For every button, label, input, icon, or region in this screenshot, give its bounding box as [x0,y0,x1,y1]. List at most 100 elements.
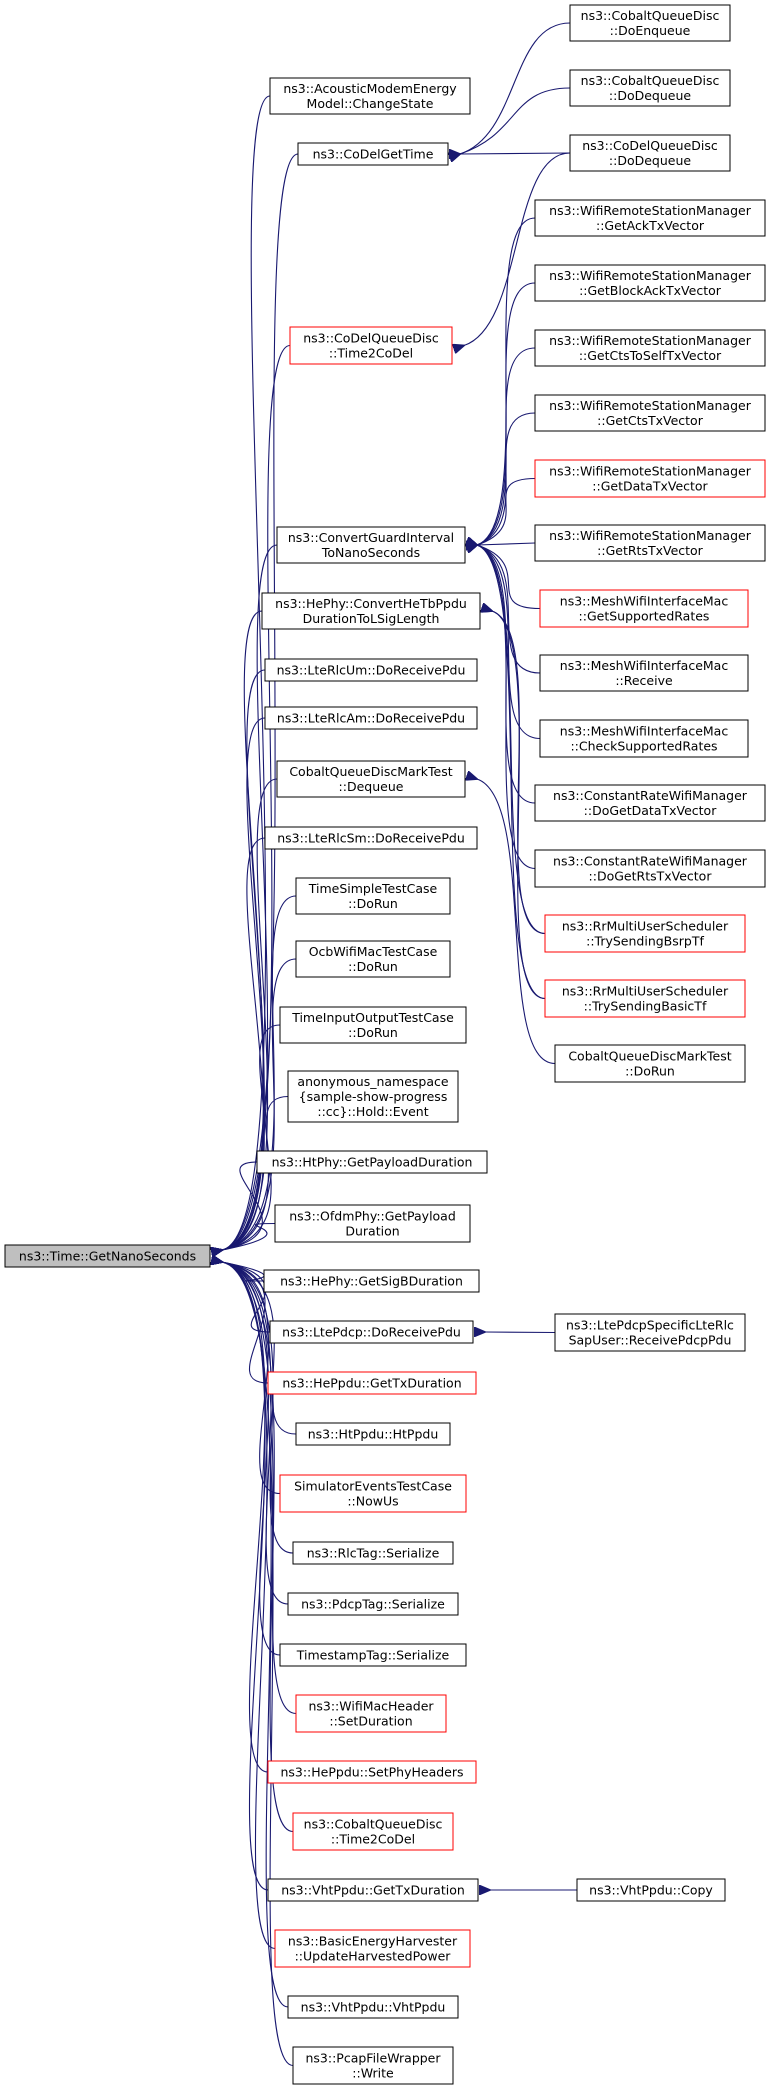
call-edge [222,1262,297,1435]
graph-node-w-block[interactable]: ns3::WifiRemoteStationManager::GetBlockA… [534,264,766,302]
graph-node-htphy[interactable]: ns3::HtPhy::GetPayloadDuration [256,1150,488,1174]
call-edge [464,152,571,346]
graph-node-w-rts[interactable]: ns3::WifiRemoteStationManager::GetRtsTxV… [534,524,766,562]
node-label: ::Dequeue [339,779,404,794]
graph-node-mesh-sup[interactable]: ns3::MeshWifiInterfaceMac::GetSupportedR… [539,589,749,628]
graph-node-cobalt-t2c[interactable]: ns3::CobaltQueueDisc::Time2CoDel [292,1812,454,1851]
call-edge [222,669,266,1250]
node-box [534,459,766,498]
node-box [534,264,766,302]
graph-node-timeio[interactable]: TimeInputOutputTestCase::DoRun [279,1006,467,1044]
graph-node-rlcum[interactable]: ns3::LteRlcUm::DoReceivePdu [264,658,478,682]
node-box [295,1694,447,1733]
graph-node-crw-rts[interactable]: ns3::ConstantRateWifiManager::DoGetRtsTx… [534,849,766,888]
graph-node-codel-t2c[interactable]: ns3::CoDelQueueDisc::Time2CoDel [289,326,453,365]
node-label: ns3::CoDelQueueDisc [303,331,439,346]
graph-node-hephy-conv[interactable]: ns3::HePhy::ConvertHeTbPpduDurationToLSi… [261,592,481,630]
node-label: ::DoEnqueue [610,23,691,38]
node-label: ::DoGetDataTxVector [584,803,718,818]
call-edge [222,1262,265,1282]
node-label: ::GetBlockAckTxVector [579,283,722,298]
graph-node-timesimple[interactable]: TimeSimpleTestCase::DoRun [295,877,451,915]
graph-node-hesigb[interactable]: ns3::HePhy::GetSigBDuration [263,1269,480,1293]
graph-node-crw-data[interactable]: ns3::ConstantRateWifiManager::DoGetDataT… [534,784,766,822]
call-edge [222,1222,276,1251]
node-box [274,1204,471,1243]
call-edge [460,22,571,154]
node-label: ::GetRtsTxVector [597,543,704,558]
node-box [576,1878,726,1902]
node-label: ns3::PcapFileWrapper [305,2051,441,2066]
graph-node-mesh-recv[interactable]: ns3::MeshWifiInterfaceMac::Receive [539,654,749,692]
graph-node-rr-basic[interactable]: ns3::RrMultiUserScheduler::TrySendingBas… [544,979,746,1018]
node-label: ns3::HePhy::ConvertHeTbPpdu [275,596,467,611]
graph-node-cobalt-dq[interactable]: CobaltQueueDiscMarkTest::Dequeue [276,760,466,798]
node-label: ns3::LteRlcAm::DoReceivePdu [277,711,465,726]
node-label: ::DoRun [348,896,398,911]
graph-node-rlcam[interactable]: ns3::LteRlcAm::DoReceivePdu [264,706,478,730]
call-edge [222,837,266,1250]
node-box [544,979,746,1018]
graph-node-htppdu[interactable]: ns3::HtPpdu::HtPpdu [295,1422,451,1446]
graph-node-w-cts[interactable]: ns3::WifiRemoteStationManager::GetCtsTxV… [534,394,766,432]
node-label: ::GetDataTxVector [592,479,708,494]
graph-node-codelgettime[interactable]: ns3::CoDelGetTime [297,142,449,166]
call-edge [222,153,299,1250]
graph-node-pcap[interactable]: ns3::PcapFileWrapper::Write [292,2046,454,2085]
graph-node-vht-tx[interactable]: ns3::VhtPpdu::GetTxDuration [267,1878,479,1902]
graph-node-simnow[interactable]: SimulatorEventsTestCase::NowUs [279,1474,467,1513]
call-edge [477,545,541,674]
graph-node-mesh-check[interactable]: ns3::MeshWifiInterfaceMac::CheckSupporte… [539,719,749,758]
graph-node-rlctm[interactable]: ns3::LteRlcSm::DoReceivePdu [264,826,478,850]
call-edge [477,545,541,740]
graph-node-ocb[interactable]: OcbWifiMacTestCase::DoRun [295,940,451,978]
graph-node-root[interactable]: ns3::Time::GetNanoSeconds [4,1244,211,1268]
node-label: ns3::CobaltQueueDisc [581,8,720,23]
graph-node-ltepdcp-sap[interactable]: ns3::LtePdcpSpecificLteRlcSapUser::Recei… [554,1313,746,1352]
node-box [287,1592,459,1616]
graph-node-codel-deq[interactable]: ns3::CoDelQueueDisc::DoDequeue [569,134,731,172]
graph-node-ltepdcp[interactable]: ns3::LtePdcp::DoReceivePdu [269,1320,474,1344]
node-box [267,1371,477,1395]
node-box [292,1812,454,1851]
node-label: ns3::BasicEnergyHarvester [288,1934,458,1949]
graph-node-w-ack[interactable]: ns3::WifiRemoteStationManager::GetAckTxV… [534,199,766,237]
graph-node-tstag[interactable]: TimestampTag::Serialize [279,1643,467,1667]
graph-node-rlctag[interactable]: ns3::RlcTag::Serialize [292,1541,454,1565]
node-label: ns3::Time::GetNanoSeconds [19,1249,196,1264]
node-label: ::GetSupportedRates [579,609,710,624]
node-label: ns3::LteRlcUm::DoReceivePdu [277,663,466,678]
graph-node-rr-bsrp[interactable]: ns3::RrMultiUserScheduler::TrySendingBsr… [544,914,746,953]
graph-node-cobalt-run[interactable]: CobaltQueueDiscMarkTest::DoRun [554,1044,746,1083]
graph-node-wifimac[interactable]: ns3::WifiMacHeader::SetDuration [295,1694,447,1733]
node-box [263,1269,480,1293]
call-edge [477,779,556,1065]
call-edge [477,545,546,1000]
node-box [264,706,478,730]
graph-node-cobalt-deq[interactable]: ns3::CobaltQueueDisc::DoDequeue [569,69,731,107]
graph-node-basic-energy[interactable]: ns3::BasicEnergyHarvester::UpdateHarvest… [274,1929,471,1968]
node-box [539,719,749,758]
node-label: SapUser::ReceivePdcpPdu [569,1333,732,1348]
call-edge [477,543,536,545]
graph-node-w-ctsself[interactable]: ns3::WifiRemoteStationManager::GetCtsToS… [534,329,766,367]
graph-node-w-data[interactable]: ns3::WifiRemoteStationManager::GetDataTx… [534,459,766,498]
graph-node-vht-vht[interactable]: ns3::VhtPpdu::VhtPpdu [287,1995,459,2019]
node-box [297,142,449,166]
graph-node-pdcptag[interactable]: ns3::PdcpTag::Serialize [287,1592,459,1616]
call-edge [492,611,546,1000]
graph-node-ofdm[interactable]: ns3::OfdmPhy::GetPayloadDuration [274,1204,471,1243]
node-label: ns3::RrMultiUserScheduler [562,919,729,934]
call-edge [222,1262,269,1773]
graph-node-cobalt-enq[interactable]: ns3::CobaltQueueDisc::DoEnqueue [569,4,731,42]
call-edge [485,1332,556,1333]
graph-node-anon[interactable]: anonymous_namespace{sample-show-progress… [287,1070,459,1123]
graph-node-heppdu-set[interactable]: ns3::HePpdu::SetPhyHeaders [267,1760,477,1784]
graph-node-heppdu-tx[interactable]: ns3::HePpdu::GetTxDuration [267,1371,477,1395]
node-box [295,1422,451,1446]
graph-node-vht-copy[interactable]: ns3::VhtPpdu::Copy [576,1878,726,1902]
node-label: ns3::HtPhy::GetPayloadDuration [272,1155,473,1170]
graph-node-acoustic[interactable]: ns3::AcousticModemEnergyModel::ChangeSta… [269,77,471,115]
node-box [279,1006,467,1044]
